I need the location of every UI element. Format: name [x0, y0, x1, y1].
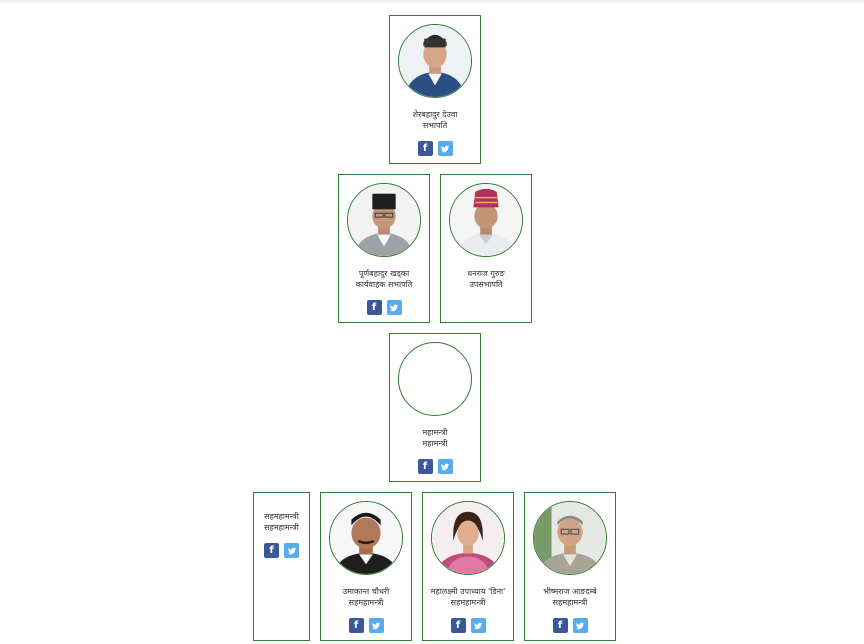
- facebook-icon[interactable]: f: [264, 543, 279, 558]
- twitter-icon[interactable]: [470, 618, 486, 633]
- member-name: शेरबहादुर देउवा: [412, 110, 458, 119]
- member-card-joint-secretary-2: महालक्ष्मी उपाध्याय 'डिना' सहमहामन्त्री …: [422, 492, 514, 641]
- social-links: f: [390, 141, 480, 156]
- member-card-acting-president: पूर्णबहादुर खड्का कार्यवाहक सभापति f: [338, 174, 430, 323]
- member-photo[interactable]: [431, 501, 505, 575]
- member-role: सहमहामन्त्री: [348, 598, 384, 607]
- member-card-joint-secretary-3: भीष्मराज आङदम्बे सहमहामन्त्री f: [524, 492, 616, 641]
- member-photo[interactable]: [449, 183, 523, 257]
- member-name: धनराज गुरुङ: [467, 269, 505, 278]
- social-links: f: [525, 618, 615, 633]
- member-name: उमाकान्त चौधरी: [342, 587, 390, 596]
- member-photo[interactable]: [398, 24, 472, 98]
- twitter-icon[interactable]: [437, 141, 453, 156]
- facebook-icon[interactable]: f: [552, 618, 568, 633]
- member-name: महालक्ष्मी उपाध्याय 'डिना': [430, 587, 506, 596]
- person-portrait-icon: [432, 502, 504, 574]
- member-photo[interactable]: [533, 501, 607, 575]
- twitter-icon[interactable]: [437, 459, 453, 474]
- member-name: पूर्णबहादुर खड्का: [358, 269, 410, 278]
- member-role: सहमहामन्त्री: [552, 598, 588, 607]
- person-portrait-icon: [534, 502, 606, 574]
- member-card-vice-president: धनराज गुरुङ उपसभापति: [440, 174, 532, 323]
- member-card-joint-secretary-1: उमाकान्त चौधरी सहमहामन्त्री f: [320, 492, 412, 641]
- social-links: f: [423, 618, 513, 633]
- member-photo[interactable]: [347, 183, 421, 257]
- member-photo[interactable]: [329, 501, 403, 575]
- facebook-icon[interactable]: f: [417, 459, 433, 474]
- member-role: सहमहामन्त्री: [450, 598, 486, 607]
- member-role: सभापति: [422, 121, 448, 130]
- member-photo-empty[interactable]: [398, 342, 472, 416]
- social-links: f: [390, 459, 480, 474]
- social-links: f: [339, 300, 429, 315]
- facebook-icon[interactable]: f: [417, 141, 433, 156]
- member-role: कार्यवाहक सभापति: [355, 280, 413, 289]
- member-name: भीष्मराज आङदम्बे: [543, 587, 597, 596]
- twitter-icon[interactable]: [368, 618, 384, 633]
- facebook-icon[interactable]: f: [366, 300, 382, 315]
- member-name: महामन्त्री: [422, 428, 448, 437]
- person-portrait-icon: [330, 502, 402, 574]
- member-card-general-secretary: महामन्त्री महामन्त्री f: [389, 333, 481, 482]
- twitter-icon[interactable]: [572, 618, 588, 633]
- member-card-president: शेरबहादुर देउवा सभापति f: [389, 15, 481, 164]
- member-role: महामन्त्री: [422, 439, 448, 448]
- member-card-joint-secretary-vacant: सहमहामन्त्री सहमहामन्त्री f: [253, 492, 310, 641]
- person-portrait-icon: [450, 184, 522, 256]
- social-links: f: [254, 543, 309, 558]
- member-role: उपसभापति: [469, 280, 503, 289]
- facebook-icon[interactable]: f: [450, 618, 466, 633]
- top-shadow-bar: [0, 0, 864, 4]
- person-portrait-icon: [399, 25, 471, 97]
- social-links: f: [321, 618, 411, 633]
- member-name: सहमहामन्त्री: [264, 512, 299, 521]
- person-portrait-icon: [348, 184, 420, 256]
- member-role: सहमहामन्त्री: [264, 523, 299, 532]
- twitter-icon[interactable]: [386, 300, 402, 315]
- facebook-icon[interactable]: f: [348, 618, 364, 633]
- twitter-icon[interactable]: [284, 543, 299, 558]
